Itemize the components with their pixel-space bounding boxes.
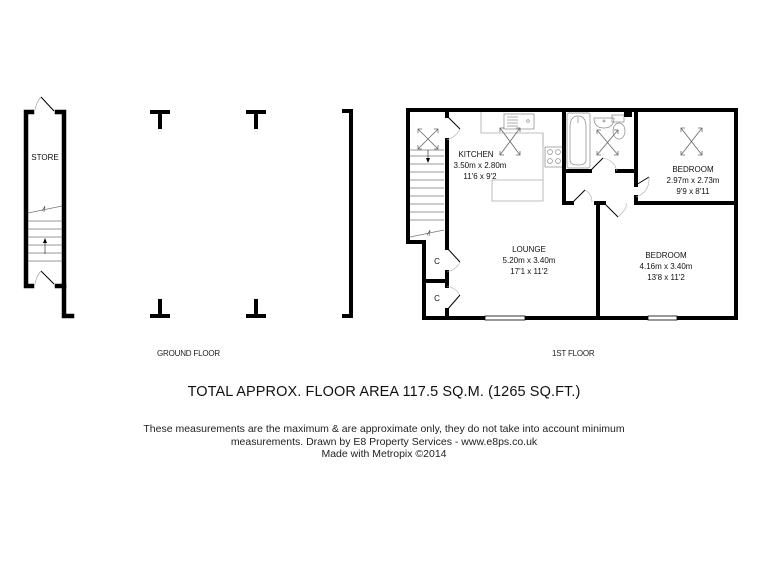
first-floor-stairs bbox=[409, 149, 445, 238]
bathtub bbox=[566, 112, 591, 169]
room-label-store: STORE bbox=[31, 153, 58, 162]
first-floor-plan: KITCHEN 3.50m x 2.80m 11'6 x 9'2 LOUNGE … bbox=[406, 108, 738, 321]
room-imperial: 11'6 x 9'2 bbox=[463, 172, 497, 181]
room-bedroom-1: BEDROOM 2.97m x 2.73m 9'9 x 8'11 bbox=[667, 165, 720, 196]
disclaimer-line-1: These measurements are the maximum & are… bbox=[143, 423, 625, 435]
room-name: LOUNGE bbox=[512, 245, 546, 254]
room-metric: 3.50m x 2.80m bbox=[454, 161, 507, 170]
room-cupboard-1: C bbox=[434, 257, 440, 266]
windows bbox=[484, 315, 678, 321]
room-metric: 5.20m x 3.40m bbox=[503, 256, 556, 265]
ground-floor-label: GROUND FLOOR bbox=[157, 349, 220, 358]
first-floor-label: 1ST FLOOR bbox=[552, 349, 595, 358]
store-door-bottom bbox=[34, 270, 55, 285]
wall-pillar bbox=[624, 110, 632, 117]
total-floor-area: TOTAL APPROX. FLOOR AREA 117.5 SQ.M. (12… bbox=[187, 384, 581, 400]
doors bbox=[446, 115, 650, 311]
first-floor-walls bbox=[406, 108, 738, 320]
skylight-icon bbox=[680, 127, 703, 156]
kitchen-sink bbox=[503, 113, 535, 130]
room-metric: 4.16m x 3.40m bbox=[640, 262, 693, 271]
store-stairs bbox=[27, 205, 63, 262]
disclaimer-line-3: Made with Metropix ©2014 bbox=[321, 448, 447, 460]
room-name: BEDROOM bbox=[645, 251, 687, 260]
kitchen-worktops bbox=[480, 111, 544, 202]
room-imperial: 9'9 x 8'11 bbox=[676, 187, 710, 196]
room-kitchen: KITCHEN 3.50m x 2.80m 11'6 x 9'2 bbox=[454, 150, 507, 181]
room-name: KITCHEN bbox=[458, 150, 493, 159]
room-lounge: LOUNGE 5.20m x 3.40m 17'1 x 11'2 bbox=[503, 245, 556, 276]
toilet bbox=[611, 114, 626, 140]
store-door-top bbox=[34, 96, 55, 112]
ground-floor-columns bbox=[150, 109, 353, 318]
room-imperial: 17'1 x 11'2 bbox=[510, 267, 548, 276]
skylight-icon bbox=[499, 127, 521, 156]
room-metric: 2.97m x 2.73m bbox=[667, 176, 720, 185]
room-name: BEDROOM bbox=[672, 165, 714, 174]
room-cupboard-2: C bbox=[434, 294, 440, 303]
ground-floor-plan: STORE bbox=[23, 96, 353, 319]
room-imperial: 13'8 x 11'2 bbox=[647, 273, 685, 282]
washbasin bbox=[593, 117, 615, 129]
kitchen-hob bbox=[544, 146, 564, 168]
store-walls bbox=[23, 109, 75, 319]
skylight-icon bbox=[417, 128, 439, 150]
disclaimer-line-2: measurements. Drawn by E8 Property Servi… bbox=[230, 435, 538, 448]
skylight-icon bbox=[596, 129, 619, 156]
disclaimer: These measurements are the maximum & are… bbox=[0, 423, 768, 461]
room-bedroom-2: BEDROOM 4.16m x 3.40m 13'8 x 11'2 bbox=[640, 251, 693, 282]
